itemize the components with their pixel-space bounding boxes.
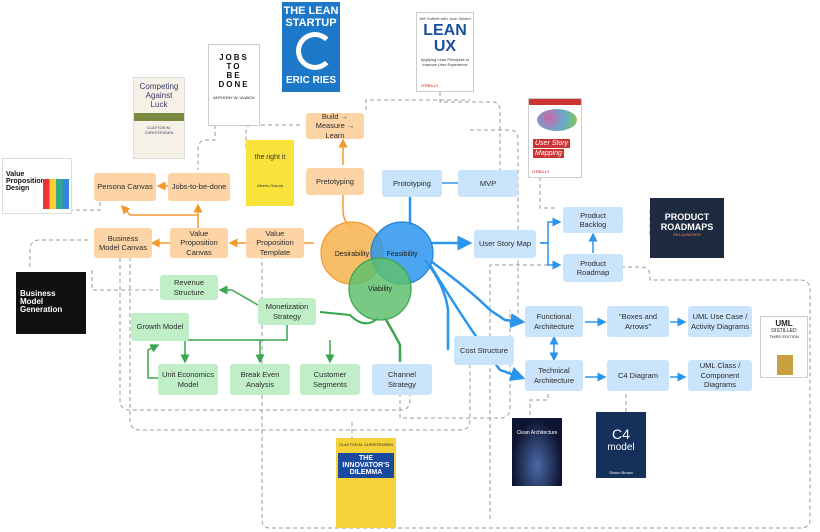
monetization-strategy-node[interactable]: Monetization Strategy bbox=[258, 298, 316, 325]
book-author: ERIC RIES bbox=[285, 75, 336, 86]
book-title: Competing bbox=[139, 82, 179, 91]
unit-economics-model-node[interactable]: Unit Economics Model bbox=[158, 364, 218, 395]
book-title: THE bbox=[359, 455, 373, 462]
circle-logo-icon bbox=[296, 32, 334, 70]
book-cover-innovators-dilemma: CLAYTON M. CHRISTENSEN THE INNOVATOR'S D… bbox=[336, 438, 396, 528]
jobs-to-be-done-node[interactable]: Jobs-to-be-done bbox=[168, 173, 230, 201]
book-title: Generation bbox=[20, 305, 63, 314]
growth-model-node[interactable]: Growth Model bbox=[131, 313, 189, 341]
book-title: DONE bbox=[218, 80, 250, 89]
bird-illustration-icon bbox=[537, 109, 577, 131]
book-title: User Story bbox=[533, 139, 571, 148]
business-model-canvas-node[interactable]: Business Model Canvas bbox=[94, 228, 152, 258]
book-author: CLAYTON M. CHRISTENSEN bbox=[144, 125, 174, 135]
user-story-map-node[interactable]: User Story Map bbox=[474, 230, 536, 258]
revenue-structure-node[interactable]: Revenue Structure bbox=[160, 275, 218, 300]
build-measure-learn-node[interactable]: Build → Measure → Learn bbox=[306, 112, 364, 140]
boxes-and-arrows-node[interactable]: "Boxes and Arrows" bbox=[607, 306, 669, 337]
book-subtitle: RELAUNCHED bbox=[673, 232, 701, 237]
book-title: INNOVATOR'S bbox=[342, 462, 390, 469]
book-title: TO bbox=[226, 62, 242, 71]
book-cover-business-model-generation: Business Model Generation bbox=[16, 272, 86, 334]
orange-connectors bbox=[121, 138, 353, 248]
pretotyping-node[interactable]: Pretotyping bbox=[306, 168, 364, 195]
break-even-analysis-node[interactable]: Break Even Analysis bbox=[230, 364, 290, 395]
book-cover-value-proposition-design: Value Proposition Design bbox=[2, 158, 72, 214]
book-title: C4 bbox=[612, 426, 630, 442]
book-title: DILEMMA bbox=[349, 469, 383, 476]
illustration-icon bbox=[43, 179, 69, 209]
book-title: Mapping bbox=[533, 149, 564, 158]
publisher-logo: O'REILLY bbox=[532, 169, 550, 174]
book-author: ANTHONY W. ULWICK bbox=[213, 95, 255, 100]
viability-circle bbox=[348, 257, 412, 321]
book-subtitle: THIRD EDITION bbox=[769, 334, 799, 339]
book-title: LEAN bbox=[423, 22, 467, 39]
publisher-logo: O'REILLY bbox=[421, 83, 439, 88]
book-title: Proposition bbox=[6, 178, 45, 185]
book-title: STARTUP bbox=[285, 17, 337, 29]
value-proposition-template-node[interactable]: Value Proposition Template bbox=[246, 228, 304, 258]
uml-use-case-node[interactable]: UML Use Case / Activity Diagrams bbox=[688, 306, 752, 337]
book-cover-user-story-mapping: User Story Mapping O'REILLY bbox=[528, 98, 582, 178]
book-title: Business bbox=[20, 289, 56, 298]
book-title: DISTILLED bbox=[771, 328, 797, 334]
c4-diagram-node[interactable]: C4 Diagram bbox=[607, 360, 669, 391]
book-cover-competing-against-luck: Competing Against Luck CLAYTON M. CHRIST… bbox=[133, 77, 185, 159]
book-title: Design bbox=[6, 185, 30, 192]
uml-class-node[interactable]: UML Class / Component Diagrams bbox=[688, 360, 752, 391]
book-cover-lean-startup: THE LEAN STARTUP ERIC RIES bbox=[282, 2, 340, 92]
book-title: Model bbox=[20, 297, 44, 306]
book-author: Jeff Gothelf with Josh Seiden bbox=[419, 16, 471, 21]
book-title: Luck bbox=[150, 100, 168, 109]
mvp-node[interactable]: MVP bbox=[458, 170, 518, 197]
prototyping-node[interactable]: Prototyping bbox=[382, 170, 442, 197]
book-title: Clean Architecture bbox=[516, 430, 558, 436]
book-title: JOBS bbox=[219, 53, 249, 62]
book-cover-product-roadmaps: PRODUCT ROADMAPS RELAUNCHED bbox=[650, 198, 724, 258]
book-title: BE bbox=[226, 71, 242, 80]
cover-band bbox=[134, 113, 184, 121]
book-cover-jobs-to-be-done: JOBS TO BE DONE ANTHONY W. ULWICK bbox=[208, 44, 260, 126]
book-title: Against bbox=[145, 91, 173, 100]
cover-band bbox=[529, 99, 581, 105]
feasibility-label: Feasibility bbox=[386, 251, 418, 258]
book-title: Value bbox=[6, 171, 25, 178]
blue-connectors bbox=[408, 178, 687, 382]
book-author: Simon Brown bbox=[609, 470, 633, 475]
book-cover-c4-model: C4 model Simon Brown bbox=[596, 412, 646, 478]
viability-label: Viability bbox=[368, 286, 392, 293]
book-title: UX bbox=[433, 38, 457, 55]
cost-structure-node[interactable]: Cost Structure bbox=[454, 336, 514, 365]
product-backlog-node[interactable]: Product Backlog bbox=[563, 207, 623, 233]
book-title: the right it bbox=[254, 154, 286, 161]
product-roadmap-node[interactable]: Product Roadmap bbox=[563, 254, 623, 282]
book-cover-the-right-it: the right it Alberto Savoia bbox=[246, 140, 294, 206]
book-title: PRODUCT bbox=[664, 212, 710, 222]
book-subtitle: Applying Lean Principles to Improve User… bbox=[420, 57, 470, 67]
technical-architecture-node[interactable]: Technical Architecture bbox=[525, 360, 583, 391]
persona-canvas-node[interactable]: Persona Canvas bbox=[94, 173, 156, 201]
book-author: Alberto Savoia bbox=[256, 183, 283, 188]
venn-circles: Desirability Feasibility Viability bbox=[320, 221, 434, 321]
book-cover-lean-ux: Jeff Gothelf with Josh Seiden LEAN UX Ap… bbox=[416, 12, 474, 92]
book-cover-uml-distilled: UML DISTILLED THIRD EDITION bbox=[760, 316, 808, 378]
book-title: UML bbox=[775, 319, 793, 328]
channel-strategy-node[interactable]: Channel Strategy bbox=[372, 364, 432, 395]
functional-architecture-node[interactable]: Functional Architecture bbox=[525, 306, 583, 337]
book-title: ROADMAPS bbox=[660, 222, 714, 232]
customer-segments-node[interactable]: Customer Segments bbox=[300, 364, 360, 395]
book-title: THE LEAN bbox=[283, 5, 339, 17]
green-connectors bbox=[147, 285, 402, 379]
desirability-label: Desirability bbox=[335, 251, 370, 258]
illustration-icon bbox=[777, 355, 793, 375]
value-proposition-canvas-node[interactable]: Value Proposition Canvas bbox=[170, 228, 228, 258]
book-cover-clean-architecture: Clean Architecture bbox=[512, 418, 562, 486]
book-title: model bbox=[607, 442, 635, 453]
book-author: CLAYTON M. CHRISTENSEN bbox=[339, 442, 393, 447]
